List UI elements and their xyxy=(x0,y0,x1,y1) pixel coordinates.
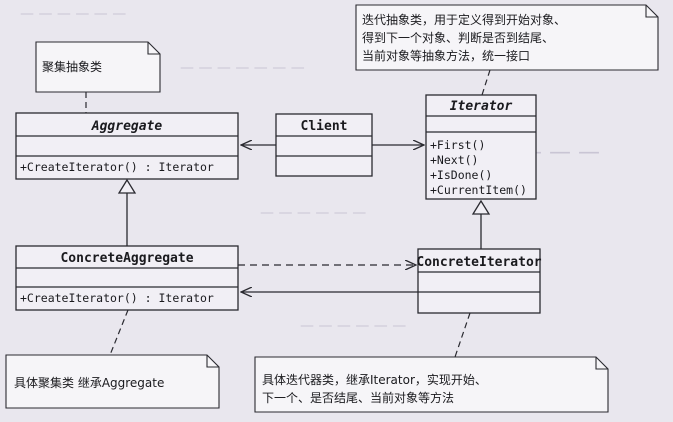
class-name-iterator: Iterator xyxy=(450,99,513,114)
class-client: Client xyxy=(275,113,373,177)
note-concrete-iterator-link xyxy=(454,312,471,358)
faded-text-line: — — — — — — xyxy=(300,318,407,334)
note-iterator-line-1: 迭代抽象类，用于定义得到开始对象、 xyxy=(362,12,566,27)
faded-text-line: — — — — — — xyxy=(20,6,127,22)
method-concrete-aggregate-create-iterator: +CreateIterator() : Iterator xyxy=(20,291,214,305)
note-iterator-link xyxy=(481,69,491,96)
class-name-concrete-iterator: ConcreteIterator xyxy=(416,255,541,270)
inheritance-concrete-aggregate xyxy=(117,178,137,246)
class-iterator: Iterator +First() +Next() +IsDone() +Cur… xyxy=(425,94,537,200)
method-iterator-current-item: +CurrentItem() xyxy=(430,183,527,197)
class-concrete-iterator: ConcreteIterator xyxy=(416,248,542,314)
method-iterator-first: +First() xyxy=(430,138,485,152)
class-name-concrete-aggregate: ConcreteAggregate xyxy=(60,251,193,266)
note-concrete-aggregate-link xyxy=(109,309,129,356)
class-name-client: Client xyxy=(301,119,348,134)
note-iterator: 迭代抽象类，用于定义得到开始对象、 得到下一个对象、判断是否到结尾、 当前对象等… xyxy=(355,4,659,96)
note-concrete-aggregate-text: 具体聚集类 继承Aggregate xyxy=(14,375,164,390)
method-iterator-is-done: +IsDone() xyxy=(430,168,492,182)
note-concrete-iterator-line-2: 下一个、是否结尾、当前对象等方法 xyxy=(262,390,454,405)
note-iterator-line-3: 当前对象等抽象方法，统一接口 xyxy=(362,48,530,63)
note-aggregate: 聚集抽象类 xyxy=(35,41,161,113)
method-iterator-next: +Next() xyxy=(430,153,478,167)
method-aggregate-create-iterator: +CreateIterator() : Iterator xyxy=(20,160,214,174)
class-concrete-aggregate: ConcreteAggregate +CreateIterator() : It… xyxy=(15,245,239,311)
note-iterator-line-2: 得到下一个对象、判断是否到结尾、 xyxy=(362,30,554,45)
inheritance-concrete-iterator xyxy=(471,199,491,249)
class-aggregate: Aggregate +CreateIterator() : Iterator xyxy=(15,112,239,180)
class-name-aggregate: Aggregate xyxy=(91,119,163,134)
note-concrete-iterator: 具体迭代器类，继承Iterator，实现开始、 下一个、是否结尾、当前对象等方法 xyxy=(254,312,609,413)
faded-text-line: — — — — — — xyxy=(260,205,367,221)
note-concrete-iterator-line-1: 具体迭代器类，继承Iterator，实现开始、 xyxy=(262,372,487,387)
note-aggregate-text: 聚集抽象类 xyxy=(42,59,102,74)
faded-text-line: — — — — — — — xyxy=(180,60,305,76)
note-concrete-aggregate: 具体聚集类 继承Aggregate xyxy=(5,309,220,409)
